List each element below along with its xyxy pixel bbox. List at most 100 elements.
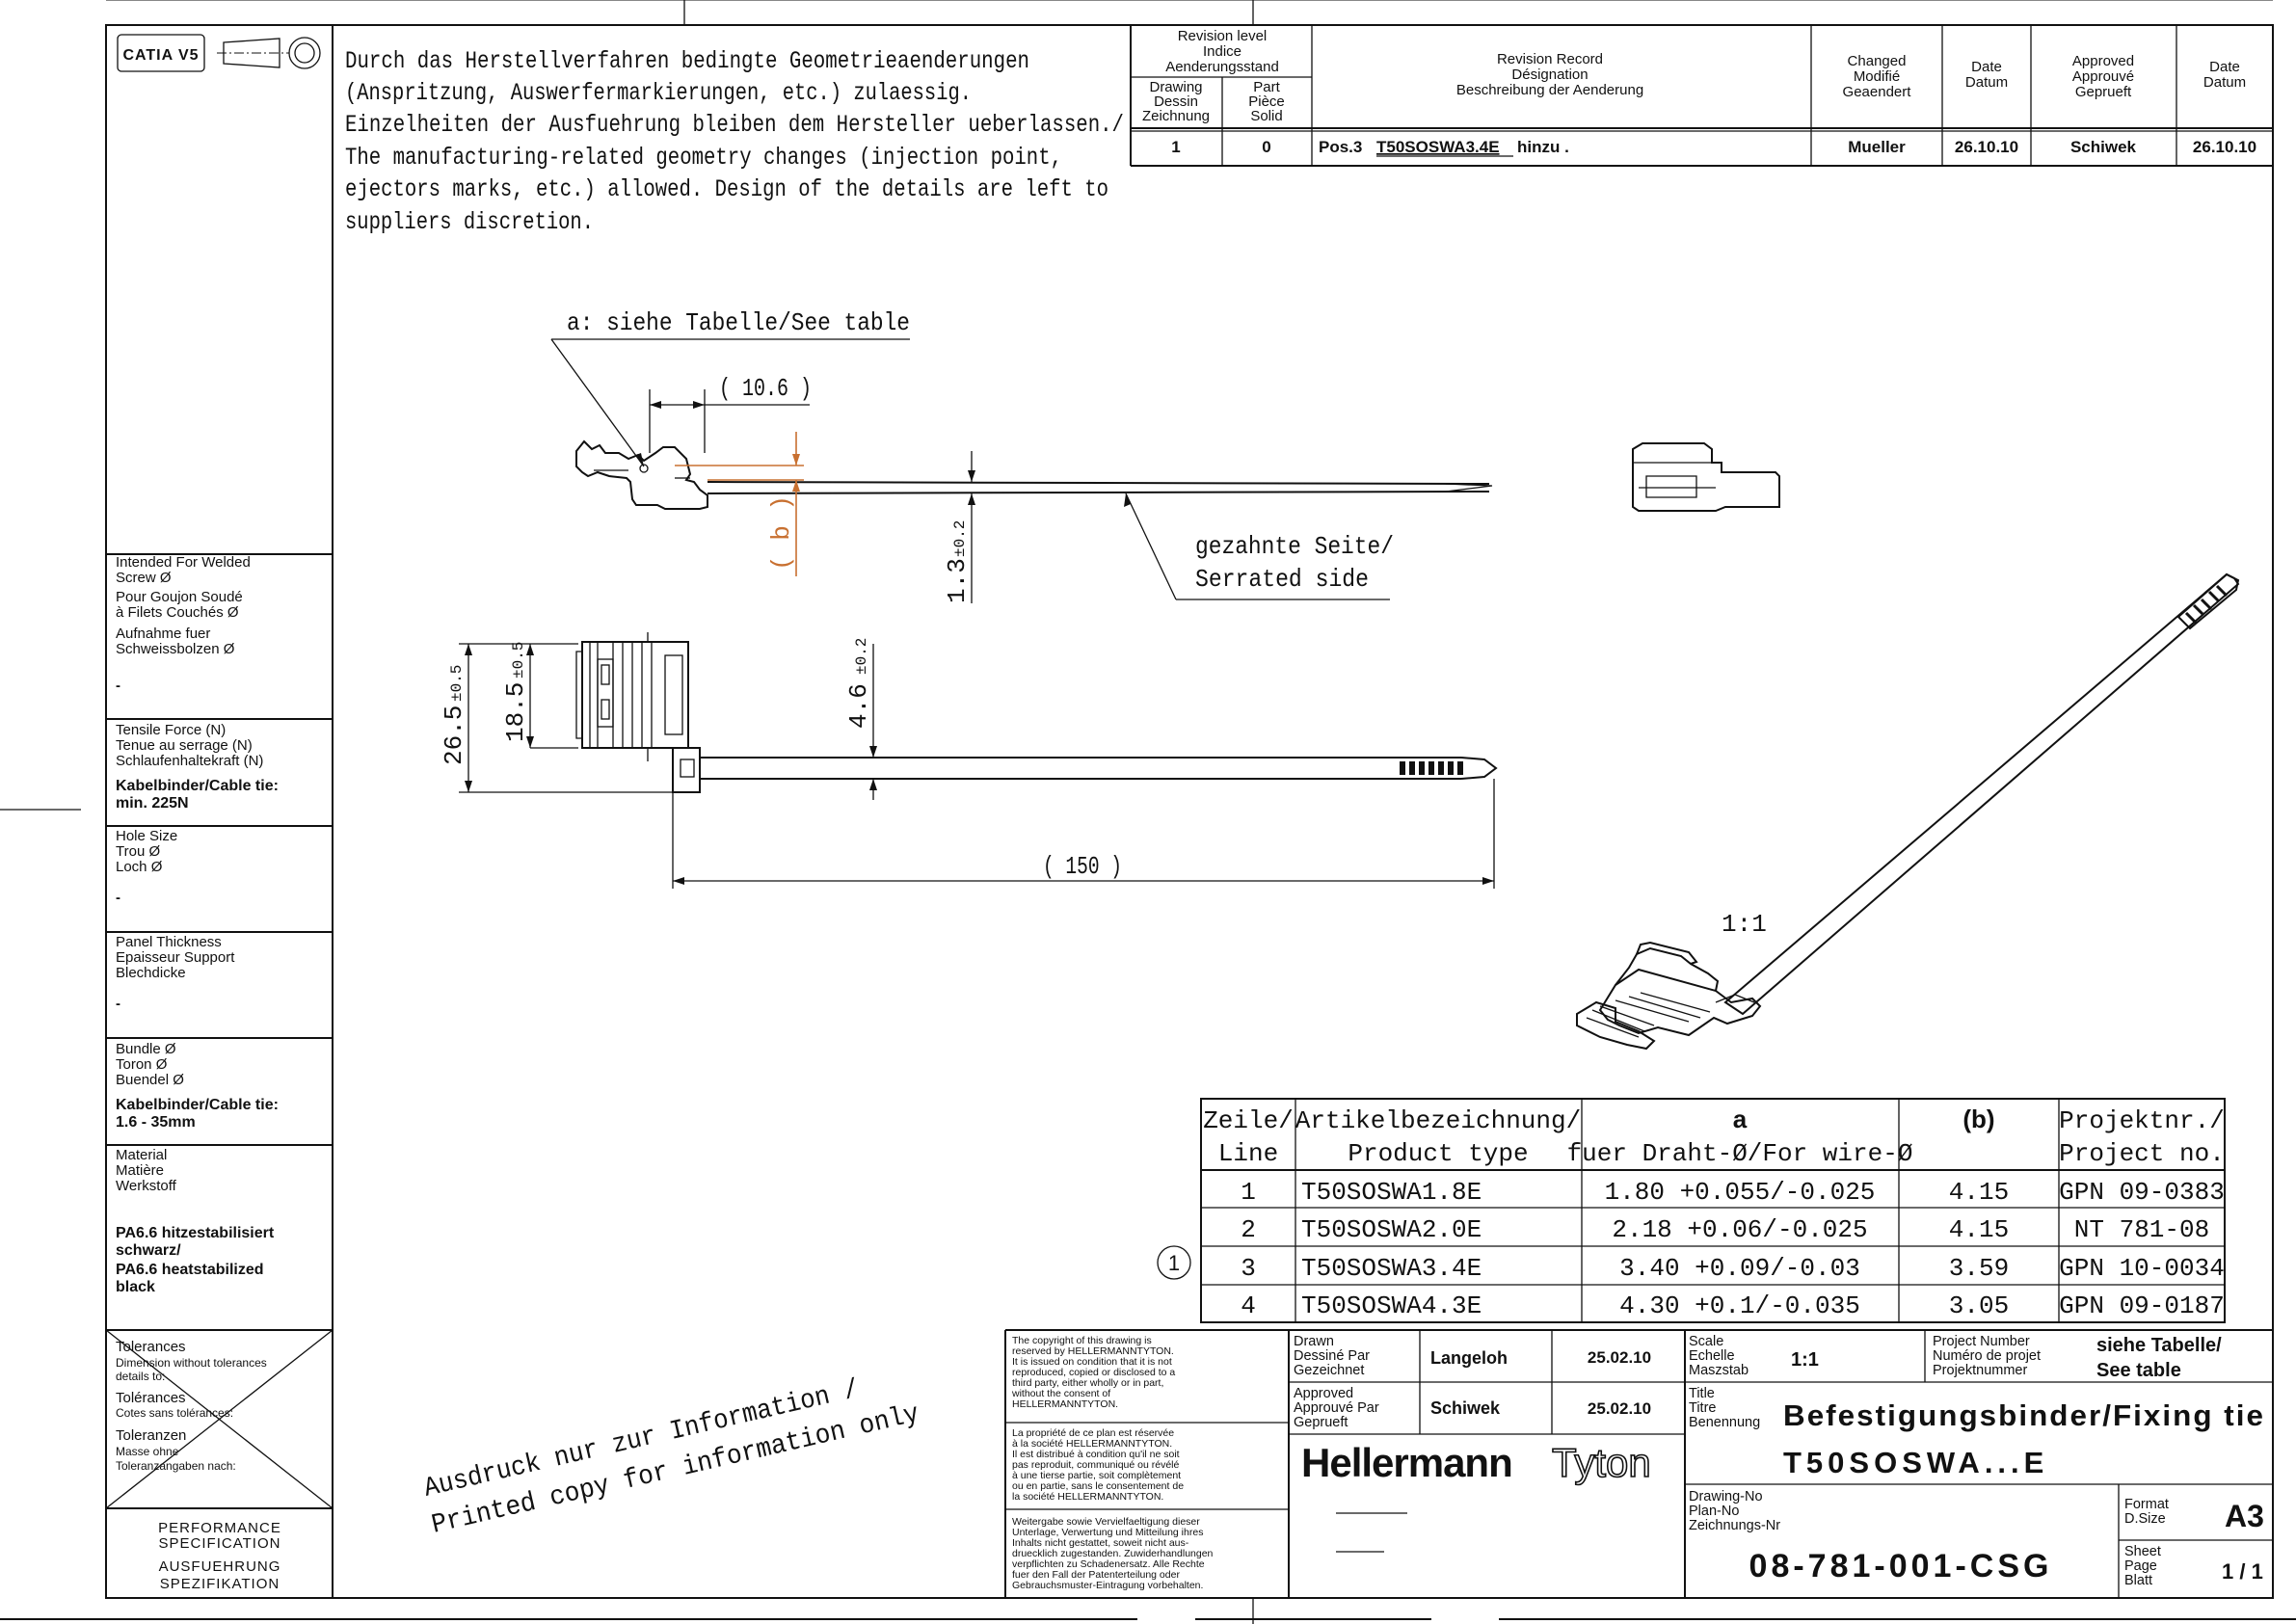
rev-date1-label-2: Datum xyxy=(1965,74,2008,91)
tol-label-7: Masse ohne xyxy=(116,1445,179,1458)
dim-150: ( 150 ) xyxy=(1043,852,1122,881)
hole-value: - xyxy=(116,890,120,906)
rev-changed-label-1: Changed xyxy=(1848,53,1907,69)
rev-date2-label-2: Datum xyxy=(2203,74,2246,91)
svg-text:3: 3 xyxy=(1241,1254,1256,1283)
svg-text:CATIA V5: CATIA V5 xyxy=(122,47,199,64)
svg-text:2: 2 xyxy=(1241,1215,1256,1244)
svg-text:T50SOSWA2.0E: T50SOSWA2.0E xyxy=(1301,1215,1482,1244)
rev-level-label-1: Revision level xyxy=(1178,28,1268,44)
welded-label-1: Intended For Welded xyxy=(116,554,251,571)
sheet-label-1: Sheet xyxy=(2124,1544,2161,1559)
hole-block: Hole Size Trou Ø Loch Ø - xyxy=(116,828,177,906)
col-type-header-2: Product type xyxy=(1348,1139,1528,1168)
performance-spec-block: PERFORMANCE SPECIFICATION AUSFUEHRUNG SP… xyxy=(158,1520,281,1592)
approved-label-3: Geprueft xyxy=(1294,1415,1348,1430)
svg-text:reserved by HELLERMANNTYTON.: reserved by HELLERMANNTYTON. xyxy=(1012,1345,1174,1357)
perf-label-1: PERFORMANCE xyxy=(158,1520,281,1536)
rev-record-label-2: Désignation xyxy=(1511,67,1588,83)
note-line-2: (Anspritzung, Auswerfermarkierungen, etc… xyxy=(345,79,972,107)
general-note: Durch das Herstellverfahren bedingte Geo… xyxy=(345,47,1124,236)
dim-b: ( b ) xyxy=(767,495,796,571)
hole-label-1: Hole Size xyxy=(116,828,177,844)
welded-screw-block: Intended For Welded Screw Ø Pour Goujon … xyxy=(116,554,251,694)
rev-drawing-label-3: Zeichnung xyxy=(1142,108,1210,124)
svg-text:The copyright of this drawing: The copyright of this drawing is xyxy=(1012,1335,1152,1346)
tol-4-6: ±0.2 xyxy=(853,638,870,675)
note-line-6: suppliers discretion. xyxy=(345,208,594,236)
serrated-label-1: gezahnte Seite/ xyxy=(1195,532,1394,561)
svg-text:druecklich zugestanden. Zuwide: druecklich zugestanden. Zuwiderhandlunge… xyxy=(1012,1548,1214,1559)
welded-label-5: Aufnahme fuer xyxy=(116,626,210,642)
svg-text:2.18 +0.06/-0.025: 2.18 +0.06/-0.025 xyxy=(1612,1215,1867,1244)
col-project-header-2: Project no. xyxy=(2059,1139,2225,1168)
rev-row-changed: Mueller xyxy=(1848,138,1906,156)
welded-label-2: Screw Ø xyxy=(116,570,172,586)
drawn-by: Langeloh xyxy=(1430,1348,1508,1368)
format-label-1: Format xyxy=(2124,1497,2169,1512)
svg-text:Il est distribué à condition q: Il est distribué à condition qu'il ne so… xyxy=(1012,1449,1180,1460)
svg-text:Gebrauchsmuster-Eintragung vor: Gebrauchsmuster-Eintragung vorbehalten. xyxy=(1012,1580,1203,1591)
hole-label-3: Loch Ø xyxy=(116,859,163,875)
rev-approved-label-1: Approved xyxy=(2072,53,2134,69)
tol-label-4: Tolérances xyxy=(116,1390,186,1406)
isometric-view: 1:1 xyxy=(1576,572,2240,1051)
table-row: 1 T50SOSWA1.8E 1.80 +0.055/-0.025 4.15 G… xyxy=(1241,1178,2225,1207)
rev-level-label-2: Indice xyxy=(1203,43,1241,60)
format-value: A3 xyxy=(2225,1499,2264,1533)
tol-18-5: ±0.5 xyxy=(510,642,527,679)
svg-text:T50SOSWA4.3E: T50SOSWA4.3E xyxy=(1301,1291,1482,1320)
dim-10-6: ( 10.6 ) xyxy=(719,374,812,403)
tol-label-1: Tolerances xyxy=(116,1339,186,1355)
note-line-3: Einzelheiten der Ausfuehrung bleiben dem… xyxy=(345,111,1124,139)
rev-changed-label-3: Geaendert xyxy=(1843,84,1912,100)
drawing-no-label-2: Plan-No xyxy=(1689,1504,1739,1519)
dim-26-5: 26.5 xyxy=(440,706,468,765)
rev-part-label-1: Part xyxy=(1253,79,1280,95)
left-panel: CATIA V5 Intended For Welded Screw Ø Pou… xyxy=(105,25,334,1598)
material-label-1: Material xyxy=(116,1147,167,1163)
note-line-4: The manufacturing-related geometry chang… xyxy=(345,144,1062,172)
drawing-no-label-1: Drawing-No xyxy=(1689,1489,1763,1504)
col-b-header: (b) xyxy=(1962,1105,1994,1133)
svg-text:Inhalts nicht gestattet, sowei: Inhalts nicht gestattet, soweit nicht au… xyxy=(1012,1537,1189,1549)
bundle-value-1: Kabelbinder/Cable tie: xyxy=(116,1097,279,1113)
svg-text:ou en partie, sans le consente: ou en partie, sans le consentement de xyxy=(1012,1480,1184,1492)
svg-text:GPN 09-0383: GPN 09-0383 xyxy=(2059,1178,2225,1207)
perf-label-3: AUSFUEHRUNG xyxy=(159,1558,281,1575)
tensile-label-3: Schlaufenhaltekraft (N) xyxy=(116,753,263,769)
svg-text:4.30 +0.1/-0.035: 4.30 +0.1/-0.035 xyxy=(1619,1291,1860,1320)
material-value-3: PA6.6 heatstabilized xyxy=(116,1262,264,1278)
end-view xyxy=(1632,442,1780,512)
catia-logo: CATIA V5 xyxy=(117,34,321,72)
rev-date2-label-1: Date xyxy=(2209,59,2240,75)
drawn-label-2: Dessiné Par xyxy=(1294,1348,1370,1364)
col-type-header-1: Artikelbezeichnung/ xyxy=(1295,1106,1581,1135)
serrated-label-2: Serrated side xyxy=(1195,565,1369,594)
rev-row-drawing: 1 xyxy=(1171,138,1180,156)
dim-4-6: 4.6 xyxy=(844,683,873,729)
note-line-5: ejectors marks, etc.) allowed. Design of… xyxy=(345,175,1108,203)
bundle-label-3: Buendel Ø xyxy=(116,1072,184,1088)
col-a-header-1: a xyxy=(1733,1105,1748,1133)
title-label-1: Title xyxy=(1689,1386,1715,1401)
scale-1-1-label: 1:1 xyxy=(1722,910,1767,939)
project-label-3: Projektnummer xyxy=(1933,1363,2027,1378)
title-value-1: Befestigungsbinder/Fixing tie xyxy=(1783,1398,2265,1432)
col-line-header-2: Line xyxy=(1218,1139,1278,1168)
svg-text:NT 781-08: NT 781-08 xyxy=(2074,1215,2209,1244)
welded-value: - xyxy=(116,678,120,694)
scale-value: 1:1 xyxy=(1791,1349,1819,1371)
col-a-header-2: fuer Draht-Ø/For wire-Ø xyxy=(1567,1139,1913,1168)
rev-record-label-1: Revision Record xyxy=(1497,51,1603,67)
svg-text:Weitergabe sowie Vervielfaelti: Weitergabe sowie Vervielfaeltigung diese… xyxy=(1012,1516,1200,1528)
svg-text:It is issued on condition that: It is issued on condition that it is not xyxy=(1012,1356,1172,1368)
material-block: Material Matière Werkstoff PA6.6 hitzest… xyxy=(116,1147,275,1295)
bundle-value-2: 1.6 - 35mm xyxy=(116,1114,196,1131)
serration-marks xyxy=(1400,761,1463,775)
approved-label-1: Approved xyxy=(1294,1386,1353,1401)
svg-text:Unterlage, Verwertung und Mitt: Unterlage, Verwertung und Mitteilung ihr… xyxy=(1012,1527,1203,1538)
rev-marker: 1 xyxy=(1168,1251,1180,1275)
rev-row-desc-code: T50SOSWA3.4E xyxy=(1376,138,1500,156)
